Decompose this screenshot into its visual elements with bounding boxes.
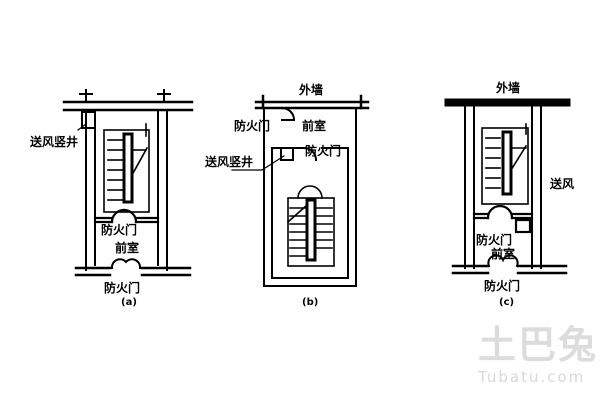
panel-c-outer-wall-label: 外墙 — [496, 80, 520, 95]
panel-c-stair — [481, 123, 529, 205]
panel-a-stair — [103, 123, 150, 213]
panel-a — [62, 89, 194, 277]
panel-b-caption: (b) — [302, 297, 318, 308]
panel-c-anteroom-label: 前室 — [491, 246, 515, 261]
panel-b-anteroom-label: 前室 — [302, 118, 326, 133]
panel-b-outer-fire-door-label: 防火门 — [234, 118, 270, 133]
panel-c-bottom-wall — [451, 254, 568, 275]
panel-c-walls — [464, 105, 542, 269]
panel-b-outer-fire-door — [280, 106, 296, 121]
panel-c-outer-fire-door-label: 防火门 — [484, 278, 520, 293]
panel-a-bottom-wall — [74, 258, 192, 277]
panel-b-outer-wall-label: 外墙 — [299, 82, 323, 97]
watermark-url: Tubatu.com — [477, 368, 585, 386]
panel-c-caption: (c) — [499, 297, 514, 308]
panel-c-outer-wall — [444, 98, 571, 107]
panel-a-inner-fire-door-label: 防火门 — [101, 222, 137, 237]
panel-b-inner-fire-door-label: 防火门 — [305, 143, 341, 158]
panel-b-stair — [286, 185, 335, 267]
panel-b-air-shaft-label: 送风竖井 — [204, 154, 253, 169]
panel-b-outer-wall — [254, 94, 370, 110]
panel-c-inner-fire-door-label: 防火门 — [476, 232, 512, 247]
panel-a-air-shaft-label: 送风竖井 — [29, 134, 78, 149]
panel-b-shaft-leader — [231, 155, 285, 171]
panel-a-partition — [93, 208, 160, 224]
panel-b — [231, 94, 370, 287]
panel-a-column-markers — [79, 89, 171, 103]
panel-a-top-wall — [62, 100, 194, 112]
panel-a-outer-fire-door-label: 防火门 — [104, 280, 140, 295]
panel-a-shaft-leader — [77, 123, 87, 131]
panel-a-caption: (a) — [121, 297, 137, 308]
panel-c-air-supply-label: 送风 — [549, 176, 574, 191]
panel-c — [444, 98, 571, 275]
panel-a-anteroom-label: 前室 — [115, 240, 139, 255]
watermark-logo: 土巴兔 — [478, 323, 598, 367]
panel-b-walls — [263, 107, 357, 287]
panel-a-walls — [85, 109, 168, 271]
panel-b-partition — [271, 146, 349, 162]
panel-c-partition — [472, 204, 534, 234]
